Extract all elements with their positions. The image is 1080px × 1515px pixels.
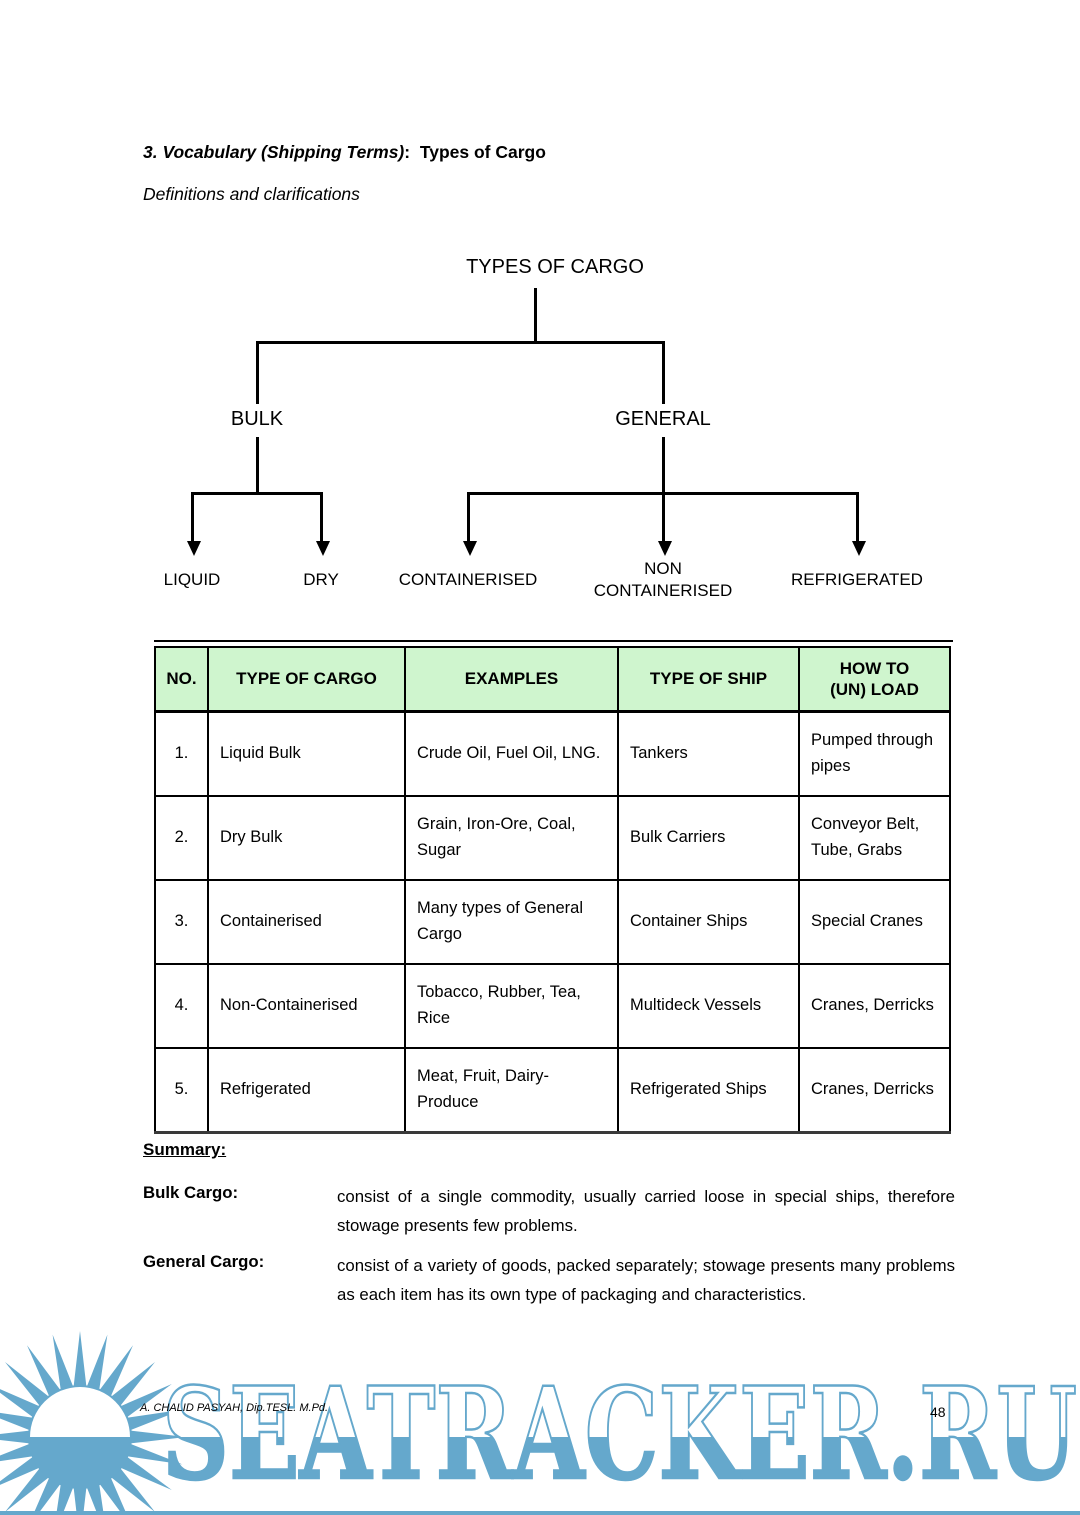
tree-leaf-containerised: CONTAINERISED <box>398 569 538 589</box>
summary-term-general: General Cargo: <box>143 1252 265 1271</box>
arrow-down-icon <box>462 541 477 556</box>
tree-branch-bulk-label: BULK <box>230 408 284 430</box>
table-row: 2. Dry Bulk Grain, Iron-Ore, Coal, Sugar… <box>154 795 951 881</box>
cell-ship: Bulk Carriers <box>617 795 800 881</box>
table-row: 3. Containerised Many types of General C… <box>154 879 951 965</box>
tree-leaf-dry: DRY <box>303 569 339 589</box>
arrow-down-icon <box>186 541 201 556</box>
cell-ship: Container Ships <box>617 879 800 965</box>
footer-author: A. CHALID PASYAH, Dip.TESL. M.Pd. <box>140 1402 329 1414</box>
table-row: 4. Non-Containerised Tobacco, Rubber, Te… <box>154 963 951 1049</box>
table-header-type: TYPE OF CARGO <box>207 646 406 713</box>
cell-examples: Tobacco, Rubber, Tea, Rice <box>404 963 619 1049</box>
cell-no: 1. <box>154 710 209 797</box>
cell-no: 5. <box>154 1047 209 1134</box>
summary-heading: Summary: <box>143 1140 227 1159</box>
cell-examples: Crude Oil, Fuel Oil, LNG. <box>404 710 619 797</box>
cell-examples: Meat, Fruit, Dairy-Produce <box>404 1047 619 1134</box>
cell-load: Conveyor Belt, Tube, Grabs <box>798 795 951 881</box>
table-header-row: NO. TYPE OF CARGO EXAMPLES TYPE OF SHIP … <box>154 646 951 713</box>
tree-connector-line <box>191 492 194 542</box>
cell-load: Pumped through pipes <box>798 710 951 797</box>
table-row: 1. Liquid Bulk Crude Oil, Fuel Oil, LNG.… <box>154 710 951 797</box>
arrow-down-icon <box>851 541 866 556</box>
cell-load: Cranes, Derricks <box>798 963 951 1049</box>
cell-type: Non-Containerised <box>207 963 406 1049</box>
tree-connector-line <box>661 341 665 404</box>
tree-connector-line <box>661 492 665 542</box>
tree-leaf-non-containerised: NON CONTAINERISED <box>593 558 733 600</box>
tree-connector-line <box>661 437 665 495</box>
tree-leaf-liquid: LIQUID <box>163 569 221 589</box>
cargo-table: NO. TYPE OF CARGO EXAMPLES TYPE OF SHIP … <box>154 646 951 1134</box>
sunburst-logo-icon <box>0 1331 186 1515</box>
watermark-text: SEATRACKER.RU <box>162 1378 1077 1496</box>
summary-definition-general: consist of a variety of goods, packed se… <box>337 1256 955 1304</box>
cell-load: Cranes, Derricks <box>798 1047 951 1134</box>
watermark-text-graphic: SEATRACKER.RU <box>161 1378 1079 1496</box>
table-header-no: NO. <box>154 646 209 713</box>
cell-examples: Grain, Iron-Ore, Coal, Sugar <box>404 795 619 881</box>
page-title: 3. Vocabulary (Shipping Terms): Types of… <box>143 142 546 163</box>
page-title-rest-part: : Types of Cargo <box>404 142 546 162</box>
tree-connector-line <box>467 492 470 542</box>
tree-connector-line <box>320 492 323 542</box>
page-number: 48 <box>930 1404 946 1420</box>
arrow-down-icon <box>315 541 330 556</box>
summary-definition-bulk: consist of a single commodity, usually c… <box>337 1187 955 1235</box>
cell-type: Liquid Bulk <box>207 710 406 797</box>
arrow-down-icon <box>657 541 672 556</box>
tree-connector-line <box>255 437 259 495</box>
cell-ship: Tankers <box>617 710 800 797</box>
tree-connector-line <box>191 492 323 495</box>
table-header-load: HOW TO (UN) LOAD <box>798 646 951 713</box>
cell-load: Special Cranes <box>798 879 951 965</box>
summary-term-bulk: Bulk Cargo: <box>143 1183 239 1202</box>
watermark-bottom-bar <box>0 1511 1080 1515</box>
table-header-examples: EXAMPLES <box>404 646 619 713</box>
cell-type: Refrigerated <box>207 1047 406 1134</box>
cargo-table-wrapper: NO. TYPE OF CARGO EXAMPLES TYPE OF SHIP … <box>154 640 953 1134</box>
cell-no: 2. <box>154 795 209 881</box>
table-header-ship: TYPE OF SHIP <box>617 646 800 713</box>
tree-connector-line <box>533 288 537 341</box>
tree-connector-line <box>255 341 259 404</box>
cell-type: Dry Bulk <box>207 795 406 881</box>
tree-connector-line <box>856 492 859 542</box>
cell-no: 3. <box>154 879 209 965</box>
tree-branch-general-label: GENERAL <box>615 408 711 430</box>
cell-ship: Refrigerated Ships <box>617 1047 800 1134</box>
page-title-italic-part: 3. Vocabulary (Shipping Terms) <box>143 142 405 162</box>
tree-connector-line <box>255 341 665 344</box>
cell-examples: Many types of General Cargo <box>404 879 619 965</box>
cell-type: Containerised <box>207 879 406 965</box>
cell-ship: Multideck Vessels <box>617 963 800 1049</box>
table-row: 5. Refrigerated Meat, Fruit, Dairy-Produ… <box>154 1047 951 1134</box>
page-subtitle: Definitions and clarifications <box>143 184 360 204</box>
tree-root-label: TYPES OF CARGO <box>466 256 644 278</box>
cell-no: 4. <box>154 963 209 1049</box>
tree-leaf-refrigerated: REFRIGERATED <box>791 569 923 589</box>
